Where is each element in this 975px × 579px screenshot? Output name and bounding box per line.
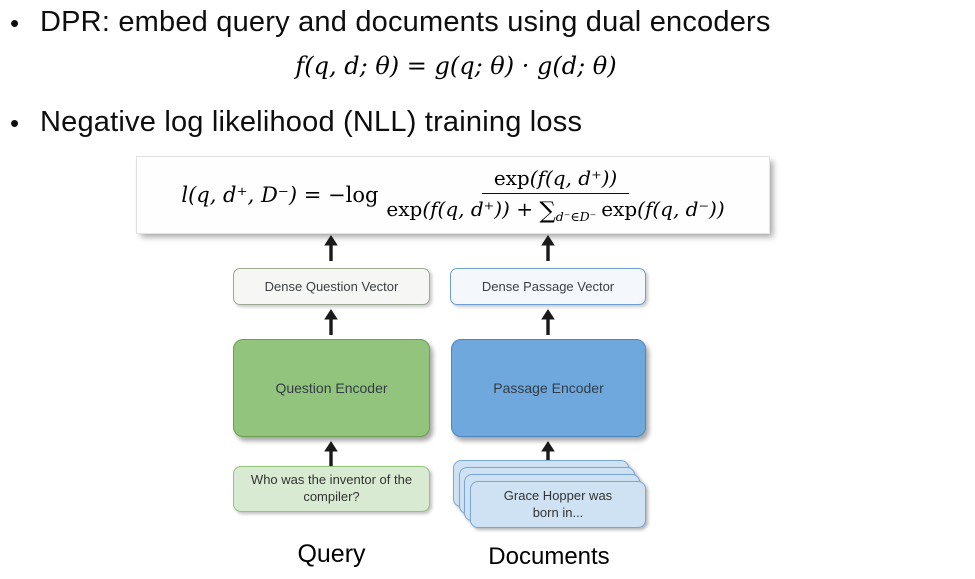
nll-formula-box: l(q, d⁺, D⁻) = −log exp(f(q, d⁺)) exp(f(… xyxy=(136,156,770,234)
query-label: Query xyxy=(297,540,366,568)
query-input-text: Who was the inventor of the compiler? xyxy=(250,472,413,504)
document-card-text: Grace Hopper was born in... xyxy=(503,488,613,520)
numerator-exp-operator: exp xyxy=(493,166,530,190)
nll-lhs-main: l(q, d⁺, D⁻) = − xyxy=(181,183,346,207)
dense-question-vector-box: Dense Question Vector xyxy=(233,268,430,305)
dense-passage-vector-label: Dense Passage Vector xyxy=(481,279,615,294)
summation-subscript: d⁻∈D⁻ xyxy=(555,209,597,224)
denominator-exp-operator-1: exp xyxy=(386,197,423,221)
nll-fraction: exp(f(q, d⁺)) exp(f(q, d⁺)) + ∑d⁻∈D⁻exp(… xyxy=(386,166,724,224)
dual-encoder-formula: f(q, d; θ) = g(q; θ) · g(d; θ) xyxy=(295,52,617,80)
up-arrow-icon xyxy=(541,235,555,261)
bullet-item-nll: • Negative log likelihood (NLL) training… xyxy=(10,106,582,139)
documents-label: Documents xyxy=(488,543,610,570)
nll-formula-lhs: l(q, d⁺, D⁻) = −log xyxy=(181,183,378,207)
documents-stack: Grace Hopper was born in... xyxy=(453,460,655,534)
denominator-argument-1: (f(q, d⁺)) + xyxy=(422,197,540,221)
dense-passage-vector-box: Dense Passage Vector xyxy=(450,268,646,305)
bullet-item-dpr: • DPR: embed query and documents using d… xyxy=(10,6,771,39)
denominator-exp-operator-2: exp xyxy=(601,197,638,221)
up-arrow-icon xyxy=(541,309,555,335)
denominator-argument-2: (f(q, d⁻)) xyxy=(637,197,725,221)
fraction-denominator: exp(f(q, d⁺)) + ∑d⁻∈D⁻exp(f(q, d⁻)) xyxy=(386,194,724,224)
summation-icon: ∑ xyxy=(539,198,556,224)
fraction-numerator: exp(f(q, d⁺)) xyxy=(481,166,630,194)
passage-encoder-label: Passage Encoder xyxy=(493,380,604,396)
document-card-front: Grace Hopper was born in... xyxy=(470,481,646,528)
up-arrow-icon xyxy=(324,235,338,261)
question-encoder-label: Question Encoder xyxy=(275,380,388,396)
nll-log-operator: log xyxy=(345,183,379,207)
dense-question-vector-label: Dense Question Vector xyxy=(264,279,399,294)
bullet-icon: • xyxy=(10,108,20,138)
numerator-argument: (f(q, d⁺)) xyxy=(529,166,618,190)
bullet-text-nll: Negative log likelihood (NLL) training l… xyxy=(40,106,583,138)
up-arrow-icon xyxy=(324,309,338,335)
bullet-icon: • xyxy=(10,8,20,38)
question-encoder-box: Question Encoder xyxy=(233,339,430,437)
query-input-box: Who was the inventor of the compiler? xyxy=(233,466,430,512)
passage-encoder-box: Passage Encoder xyxy=(451,339,646,437)
bullet-text-dpr: DPR: embed query and documents using dua… xyxy=(40,6,771,38)
up-arrow-icon xyxy=(324,441,338,467)
